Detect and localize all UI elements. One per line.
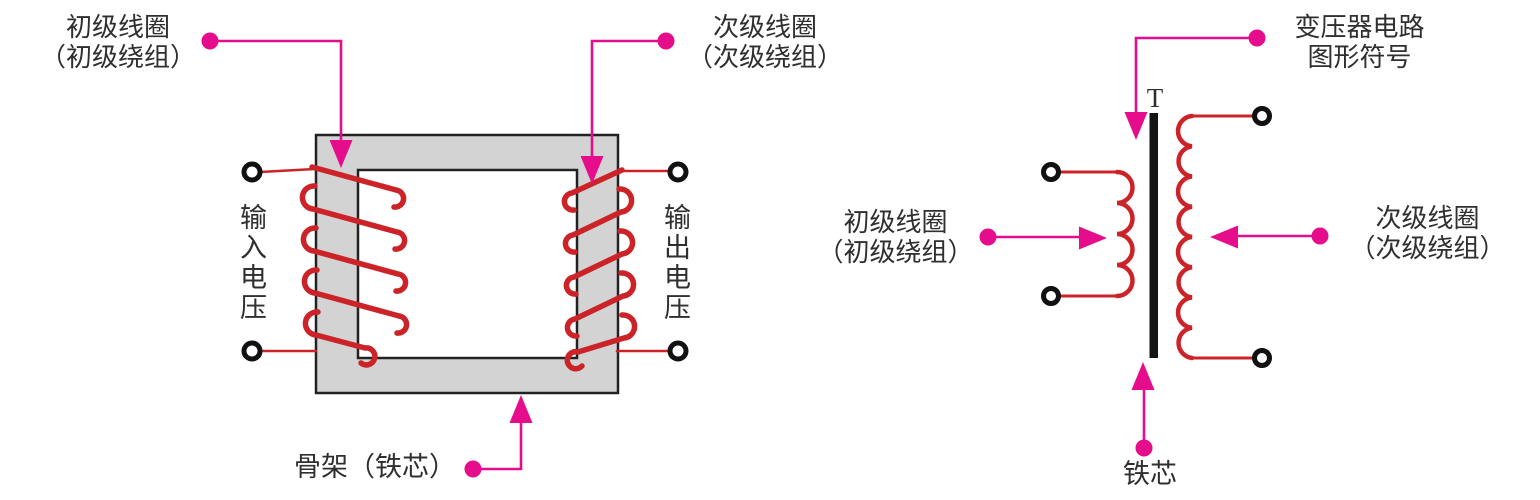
primary-callout-line [210,39,343,142]
circuit-symbol-title-label: 变压器电路 图形符号 [1252,13,1467,73]
iron-core-callout-dot [1135,439,1153,457]
output-bottom-terminal [667,340,689,362]
circuit-symbol-title-line1: 变压器电路 [1294,13,1425,42]
secondary-arrowhead [580,156,604,184]
symbol-secondary-coil-label-line2: （次级绕组） [1349,234,1506,263]
callout-heads-and-dots [201,29,1329,478]
symbol-lead-wires [1057,114,1256,360]
symbol-secondary-coil-label-line1: 次级线圈 [1375,204,1480,233]
secondary-callout-line [590,39,666,158]
input-voltage-label: 输入电压 [236,203,266,323]
lead-wires [258,167,672,353]
symbol-title-callout-line [1134,36,1257,114]
output-top-terminal [667,161,689,183]
left-terminals [241,161,689,362]
symbol-primary-bottom-terminal [1041,286,1061,306]
circuit-symbol-title-line2: 图形符号 [1307,43,1412,72]
symbol-title-callout-dot [1248,29,1266,47]
symbol-secondary-bottom-terminal [1252,348,1272,368]
primary-callout-dot [201,32,219,50]
symbol-title-arrowhead [1124,112,1148,140]
callout-lines [210,36,1320,471]
frame-arrowhead [509,395,533,423]
secondary-coil-label-line1: 次级线圈 [712,13,817,42]
primary-coil-label: 初级线圈 （初级绕组） [8,13,228,73]
symbol-primary-top-terminal [1041,162,1061,182]
input-bottom-terminal [241,340,263,362]
symbol-core-bar [1149,113,1158,358]
primary-coil-label-line2: （初级绕组） [39,43,196,72]
symbol-primary-coil-label-line2: （初级绕组） [817,238,974,267]
symbol-primary-coil [1114,169,1135,299]
input-top-terminal [241,161,263,183]
transformer-designator-label: T [1146,83,1164,113]
symbol-terminals [1041,106,1272,368]
primary-coil-label-line1: 初级线圈 [65,13,170,42]
iron-core-arrowhead [1131,362,1155,390]
symbol-secondary-arrowhead [1210,225,1238,249]
secondary-coil-label: 次级线圈 （次级绕组） [655,13,875,73]
symbol-primary-callout-dot [979,228,997,246]
output-voltage-label: 输出电压 [660,203,690,323]
secondary-callout-dot [657,32,675,50]
symbol-secondary-coil [1175,113,1195,361]
symbol-secondary-callout-dot [1311,227,1329,245]
input-top-wire [258,167,317,174]
primary-arrowhead [329,140,353,168]
symbol-primary-coil-label-line1: 初级线圈 [843,208,948,237]
core-window-rect [356,168,579,360]
symbol-secondary-top-terminal [1252,106,1272,126]
symbol-primary-arrowhead [1079,226,1107,250]
iron-core-label: 铁芯 [1123,459,1177,489]
frame-core-label: 骨架（铁芯） [294,452,456,482]
secondary-coil-label-line2: （次级绕组） [686,43,843,72]
symbol-primary-coil-label: 初级线圈 （初级绕组） [788,208,1003,268]
primary-winding-coil [299,164,410,368]
secondary-winding-coil [561,167,638,372]
frame-callout-line [473,421,523,471]
symbol-secondary-coil-label: 次级线圈 （次级绕组） [1320,204,1535,264]
frame-callout-dot [464,460,482,478]
